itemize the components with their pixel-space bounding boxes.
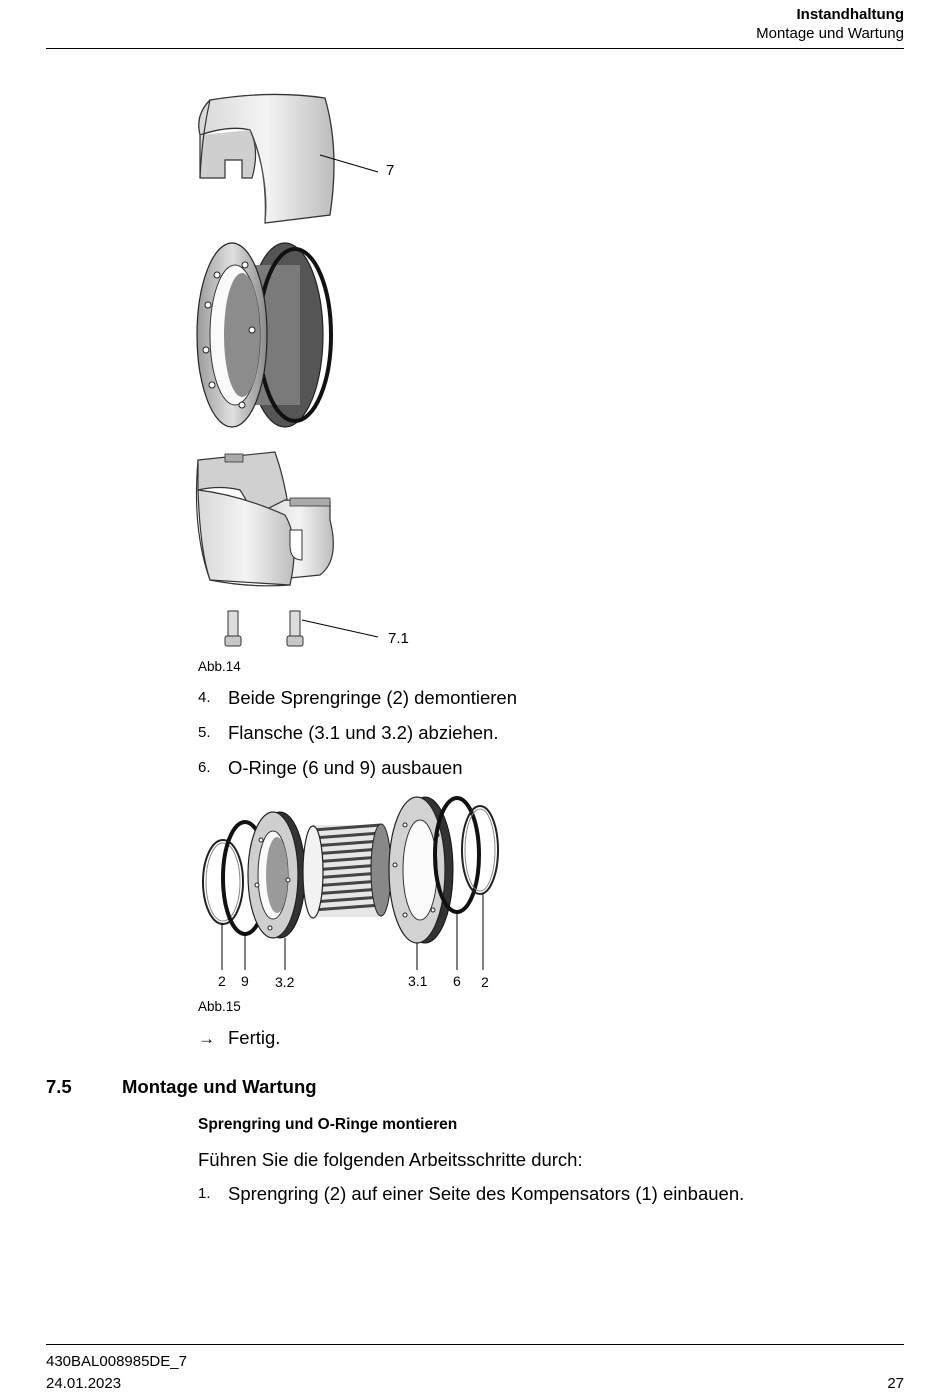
screws (224, 610, 379, 647)
subsection-title: Sprengring und O-Ringe montieren (198, 1116, 458, 1133)
compensator-assembly (196, 242, 333, 428)
label-3-1: 3.1 (408, 973, 428, 989)
footer-rule (46, 1344, 904, 1345)
step-number: 5. (198, 724, 211, 741)
section-number: 7.5 (46, 1076, 72, 1097)
section-title: Montage und Wartung (122, 1076, 317, 1097)
header-subtitle: Montage und Wartung (756, 25, 904, 42)
result-text: Fertig. (228, 1027, 281, 1048)
step-text: Beide Sprengringe (2) demontieren (228, 687, 517, 708)
footer-date: 24.01.2023 (46, 1375, 122, 1392)
step-number: 4. (198, 689, 211, 706)
step-text: Sprengring (2) auf einer Seite des Kompe… (228, 1183, 745, 1204)
arrow-icon: → (198, 1029, 215, 1048)
step-text: Flansche (3.1 und 3.2) abziehen. (228, 722, 499, 743)
list-item: 4. Beide Sprengringe (2) demontieren (198, 687, 517, 709)
page-number: 27 (887, 1375, 904, 1392)
figure-14-caption: Abb.14 (198, 659, 241, 674)
label-2-right: 2 (481, 974, 489, 990)
header-title: Instandhaltung (796, 6, 905, 23)
figure-14-illustration (195, 93, 379, 647)
list-item: 6. O-Ringe (6 und 9) ausbauen (198, 757, 462, 779)
bellows (302, 823, 392, 919)
figure-15-caption: Abb.15 (198, 999, 241, 1014)
list-item: 1. Sprengring (2) auf einer Seite des Kom… (198, 1183, 744, 1205)
footer-doc-id: 430BAL008985DE_7 (46, 1353, 187, 1370)
result-line: → Fertig. (198, 1027, 280, 1049)
step-number: 6. (198, 759, 211, 776)
intro-text: Führen Sie die folgenden Arbeitsschritte… (198, 1149, 583, 1170)
callout-7: 7 (386, 162, 395, 179)
upper-shell-half (198, 93, 379, 224)
step-number: 1. (198, 1185, 211, 1202)
list-item: 5. Flansche (3.1 und 3.2) abziehen. (198, 722, 498, 744)
header-rule (46, 48, 904, 49)
label-6: 6 (453, 973, 461, 989)
label-9: 9 (241, 973, 249, 989)
lower-shell-half (195, 451, 334, 587)
step-text: O-Ringe (6 und 9) ausbauen (228, 757, 463, 778)
label-3-2: 3.2 (275, 974, 295, 990)
callout-7-1: 7.1 (388, 630, 409, 647)
figure-15-illustration (202, 796, 499, 970)
label-2-left: 2 (218, 973, 226, 989)
